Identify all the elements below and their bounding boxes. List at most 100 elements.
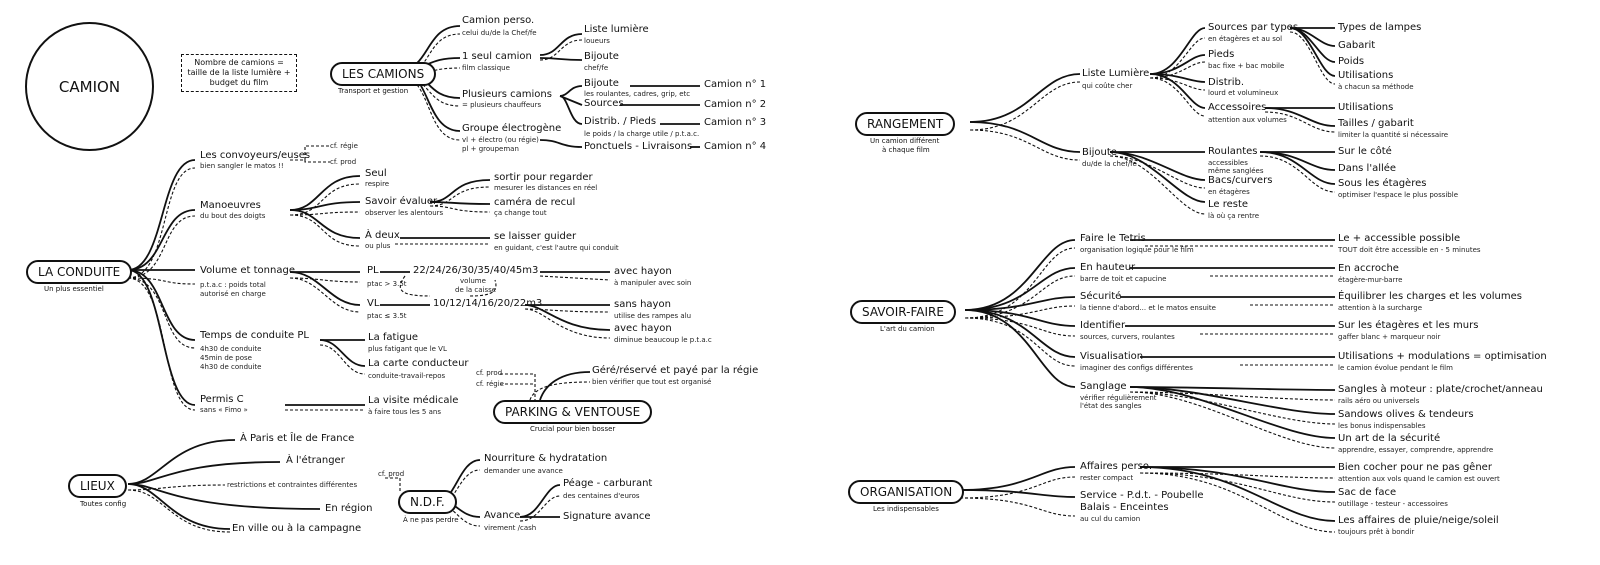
sf-sandows: Sandows olives & tendeurs xyxy=(1338,409,1474,420)
org-service-1: Service - P.d.t. - Poubelle xyxy=(1080,490,1204,501)
lieux-restrictions: restrictions et contraintes différentes xyxy=(227,481,358,489)
r-allee: Dans l'allée xyxy=(1338,163,1397,174)
visite-medicale: La visite médicale xyxy=(368,395,459,406)
convoyeurs: Les convoyeurs/euses xyxy=(200,150,311,161)
plusieurs-camions-sub: = plusieurs chauffeurs xyxy=(462,101,542,109)
liste-lumiere: Liste lumière xyxy=(584,24,649,35)
liste-lumiere-sub: loueurs xyxy=(584,37,610,45)
ndf-cf-prod: cf. prod xyxy=(378,470,405,478)
sans-hayon-sub: utilise des rampes alu xyxy=(614,312,692,320)
node-lieux[interactable]: LIEUX xyxy=(68,474,127,498)
sf-accroche-sub: étagère-mur-barre xyxy=(1338,276,1403,284)
org-sac-sub: outillage - testeur - accessoires xyxy=(1338,500,1448,508)
camion-perso: Camion perso. xyxy=(462,15,535,26)
org-affaires-pluie-sub: toujours prêt à bondir xyxy=(1338,528,1415,536)
camion-title-circle: CAMION xyxy=(25,22,154,151)
gere-reserve-sub: bien vérifier que tout est organisé xyxy=(592,378,712,386)
r-pieds-sub: bac fixe + bac mobile xyxy=(1208,62,1285,70)
pc-bijoute-sub: les roulantes, cadres, grip, etc xyxy=(584,90,691,98)
bijoute-sub: chef/fe xyxy=(584,64,609,72)
sf-tetris: Faire le Tetris xyxy=(1080,233,1146,244)
temps-sub-1: 4h30 de conduite xyxy=(200,345,262,353)
plusieurs-camions: Plusieurs camions xyxy=(462,89,552,100)
r-gabarit: Gabarit xyxy=(1338,40,1376,51)
camera-recul: caméra de recul xyxy=(494,197,576,208)
sf-tetris-sub: organisation logique pour le film xyxy=(1080,246,1194,254)
temps-sub-3: 4h30 de conduite xyxy=(200,363,262,371)
r-le-reste-sub: là où ça rentre xyxy=(1208,212,1260,220)
sf-utilisations: Utilisations + modulations = optimisatio… xyxy=(1338,351,1547,362)
sf-sanglage: Sanglage xyxy=(1080,381,1127,392)
signature-avance: Signature avance xyxy=(563,511,651,522)
peage: Péage - carburant xyxy=(563,478,653,489)
vl: VL xyxy=(367,298,380,309)
r-poids: Poids xyxy=(1338,56,1365,67)
sf-hauteur: En hauteur xyxy=(1080,262,1136,273)
r-types-lampes: Types de lampes xyxy=(1338,22,1422,33)
volume-note-1: volume xyxy=(460,277,486,285)
vl-sub: ptac ≤ 3.5t xyxy=(367,312,407,320)
lieux-ville: En ville ou à la campagne xyxy=(232,523,362,534)
org-affaires-pluie: Les affaires de pluie/neige/soleil xyxy=(1338,515,1499,526)
sf-hauteur-sub: barre de toit et capucine xyxy=(1080,275,1167,283)
volume-sub-1: p.t.a.c : poids total xyxy=(200,281,266,289)
lieux-region: En région xyxy=(325,503,373,514)
r-bacs-sub: en étagères xyxy=(1208,188,1250,196)
org-sac: Sac de face xyxy=(1338,487,1397,498)
node-ndf[interactable]: N.D.F. xyxy=(398,490,457,514)
volume-tonnage: Volume et tonnage xyxy=(200,265,295,276)
r-roulantes-sub-2: même sanglées xyxy=(1208,167,1264,175)
manoeuvres-sub: du bout des doigts xyxy=(200,212,266,220)
node-savoir-faire[interactable]: SAVOIR-FAIRE xyxy=(850,300,956,324)
r-tailles-sub: limiter la quantité si nécessaire xyxy=(1338,131,1449,139)
seul: Seul xyxy=(365,168,387,179)
sf-identifier: Identifier xyxy=(1080,320,1126,331)
sf-sandows-sub: les bonus indispensables xyxy=(1338,422,1426,430)
groupe-sub-2: pl + groupeman xyxy=(462,145,519,153)
node-rangement[interactable]: RANGEMENT xyxy=(855,112,956,136)
avec-hayon-2-sub: diminue beaucoup le p.t.a.c xyxy=(614,336,712,344)
seul-sub: respire xyxy=(365,180,390,188)
r-liste-lumiere: Liste Lumière xyxy=(1082,68,1150,79)
node-les-camions[interactable]: LES CAMIONS xyxy=(330,62,437,86)
r-accessoires-sub: attention aux volumes xyxy=(1208,116,1287,124)
savoir-evaluer-sub: observer les alentours xyxy=(365,209,444,217)
node-parking-ventouse[interactable]: PARKING & VENTOUSE xyxy=(493,400,653,424)
r-liste-lumiere-sub: qui coûte cher xyxy=(1082,82,1133,90)
pc-bijoute: Bijoute xyxy=(584,78,619,89)
volume-note-2: de la caisse xyxy=(455,286,497,294)
visite-medicale-sub: à faire tous les 5 ans xyxy=(368,408,441,416)
pl: PL xyxy=(367,265,379,276)
org-affaires-sub: rester compact xyxy=(1080,474,1134,482)
sf-utilisations-sub: le camion évolue pendant le film xyxy=(1338,364,1453,372)
peage-sub: des centaines d'euros xyxy=(563,492,640,500)
r-utilisations-1: Utilisations xyxy=(1338,70,1394,81)
node-la-conduite[interactable]: LA CONDUITE xyxy=(26,260,133,284)
node-les-camions-sub: Transport et gestion xyxy=(338,87,409,95)
sf-art-securite: Un art de la sécurité xyxy=(1338,433,1441,444)
node-lieux-sub: Toutes config xyxy=(80,500,127,508)
r-tailles: Tailles / gabarit xyxy=(1338,118,1414,129)
sf-art-securite-sub: apprendre, essayer, comprendre, apprendr… xyxy=(1338,446,1494,454)
sf-accessible-sub: TOUT doit être accessible en - 5 minutes xyxy=(1338,246,1481,254)
camion-1: Camion n° 1 xyxy=(704,79,767,90)
carte-conducteur-sub: conduite-travail-repos xyxy=(368,372,446,380)
fatigue: La fatigue xyxy=(368,332,419,343)
sf-visualisation: Visualisation xyxy=(1080,351,1144,362)
r-pieds: Pieds xyxy=(1208,49,1235,60)
fatigue-sub: plus fatigant que le VL xyxy=(368,345,447,353)
sf-equilibrer: Équilibrer les charges et les volumes xyxy=(1338,291,1522,302)
savoir-evaluer: Savoir évaluer xyxy=(365,196,438,207)
sf-sanglage-sub-1: vérifier régulièrement xyxy=(1080,394,1157,402)
pl-volumes: 22/24/26/30/35/40/45m3 xyxy=(413,265,539,276)
sans-hayon: sans hayon xyxy=(614,299,671,310)
camion-perso-sub: celui du/de la Chef/fe xyxy=(462,29,537,37)
bijoute: Bijoute xyxy=(584,51,619,62)
avance: Avance xyxy=(484,510,521,521)
r-distrib-sub: lourd et volumineux xyxy=(1208,89,1279,97)
sf-accroche: En accroche xyxy=(1338,263,1399,274)
lieux-etranger: À l'étranger xyxy=(286,455,345,466)
node-organisation[interactable]: ORGANISATION xyxy=(848,480,965,504)
cf-prod-1: cf. prod xyxy=(330,158,357,166)
